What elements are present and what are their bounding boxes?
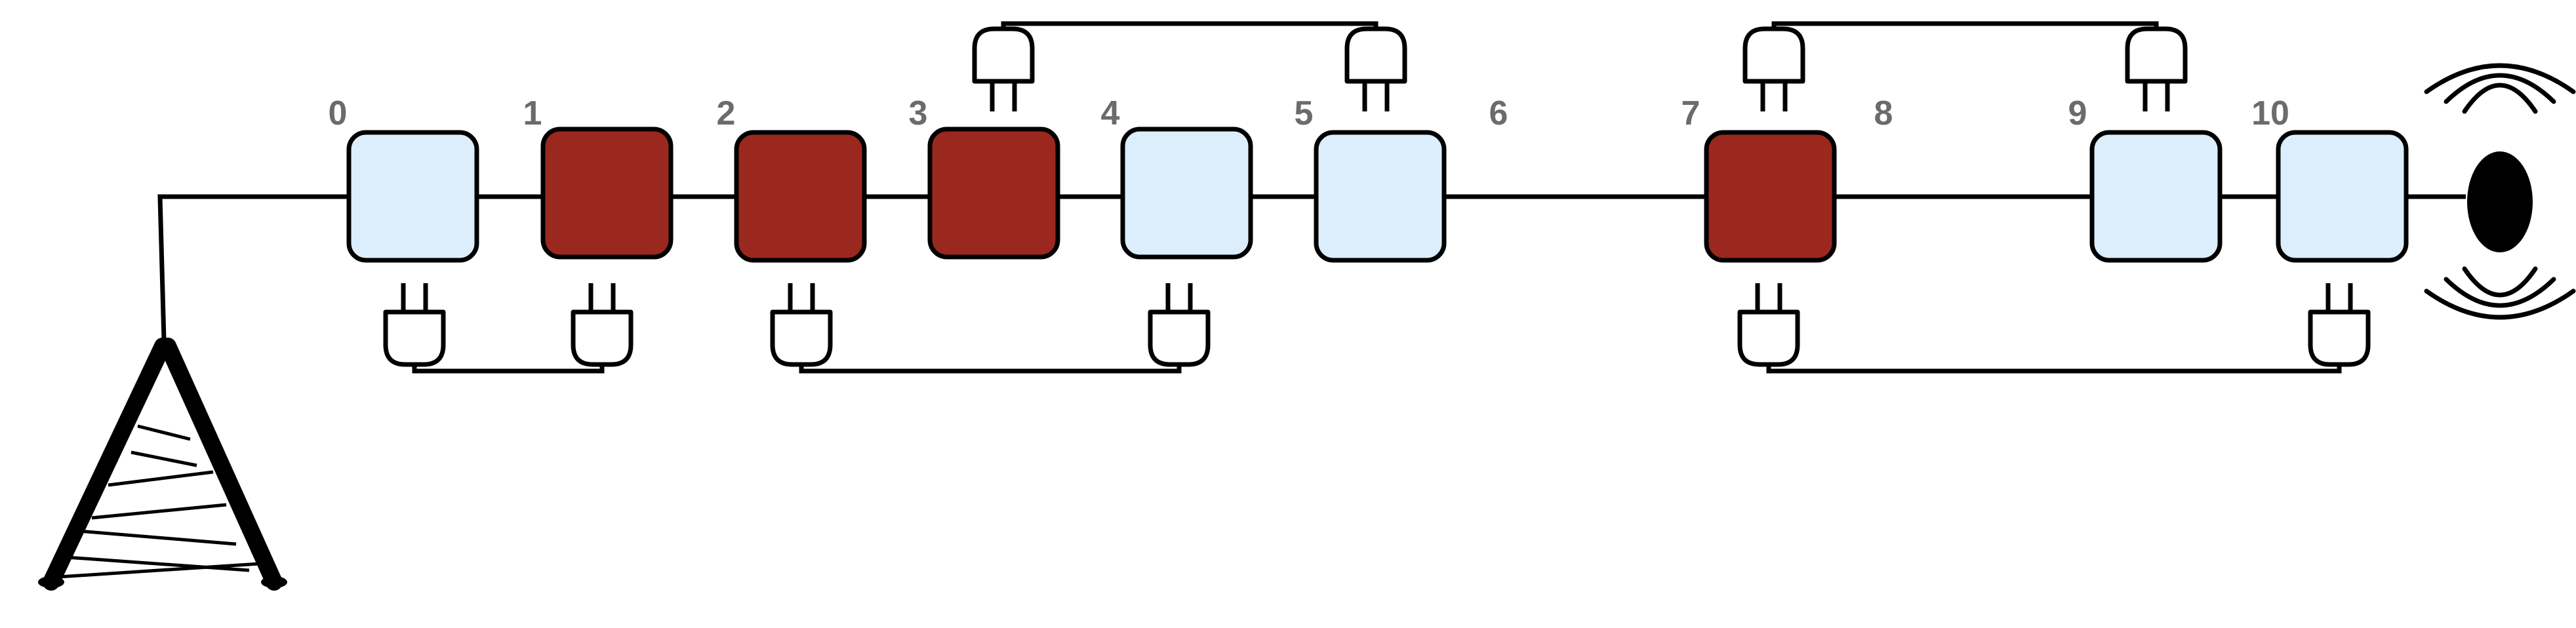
plug-link-0-1 (412, 364, 605, 374)
plug-link-2-4 (799, 364, 1182, 374)
power-plug-icon (2125, 26, 2188, 111)
antenna-dome (2467, 151, 2533, 252)
plug-link-7-10 (1766, 364, 2342, 374)
plug-link-3-5 (1001, 21, 1379, 29)
wire-layer (157, 194, 2466, 340)
node-box-10 (2276, 130, 2409, 263)
label-layer: 0 1 2 3 4 5 6 7 8 9 10 (329, 94, 2289, 132)
node-label-7: 7 (1681, 94, 1701, 132)
node-label-9: 9 (2068, 94, 2087, 132)
node-box-1 (540, 127, 674, 260)
power-plug-icon (770, 283, 833, 367)
node-label-10: 10 (2251, 94, 2289, 132)
main-bus-wire (157, 194, 2466, 340)
node-label-3: 3 (909, 94, 928, 132)
power-plug-icon (1344, 26, 1407, 111)
power-plug-icon (1737, 283, 1800, 367)
power-plug-icon (1742, 26, 1805, 111)
power-plug-icon (2308, 283, 2371, 367)
power-plug-icon (383, 283, 446, 367)
broadcast-antenna-icon (2424, 63, 2576, 320)
node-box-0 (346, 130, 479, 263)
node-box-7 (1704, 130, 1837, 263)
node-box-2 (734, 130, 867, 263)
node-label-4: 4 (1101, 94, 1120, 132)
node-box-3 (927, 127, 1060, 260)
node-label-2: 2 (717, 94, 736, 132)
node-label-1: 1 (523, 94, 542, 132)
node-box-5 (1314, 130, 1447, 263)
node-label-6: 6 (1489, 94, 1508, 132)
node-box-9 (2089, 130, 2223, 263)
node-label-8: 8 (1874, 94, 1893, 132)
plug-link-7-9 (1771, 21, 2159, 29)
plug-link-layer (383, 21, 2371, 374)
node-box-4 (1120, 127, 1253, 260)
power-plug-icon (571, 283, 634, 367)
box-layer (346, 127, 2409, 263)
power-plug-icon (972, 26, 1035, 111)
radio-tower-icon (38, 338, 287, 591)
power-plug-icon (1148, 283, 1211, 367)
node-label-5: 5 (1295, 94, 1314, 132)
node-label-0: 0 (329, 94, 348, 132)
